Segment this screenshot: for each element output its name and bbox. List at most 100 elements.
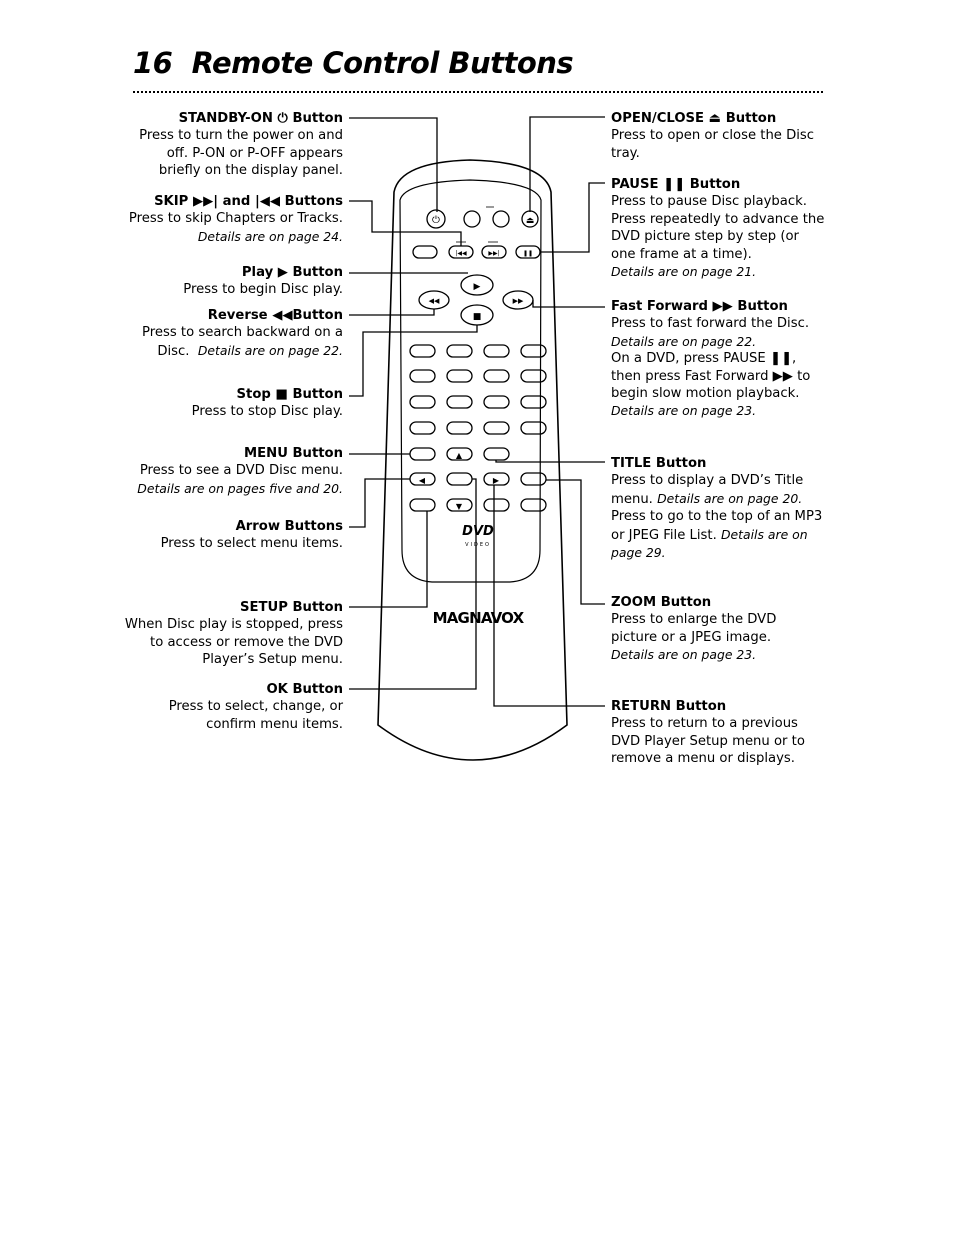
arrow-heading: Arrow Buttons xyxy=(235,519,343,534)
ff-heading: Fast Forward ▶▶ Button xyxy=(611,299,788,314)
leader-reverse xyxy=(349,309,435,316)
title-block: TITLE Button Press to display a DVD’s Ti… xyxy=(611,455,826,562)
ff-desc-2: On a DVD, press PAUSE ❚❚, then press Fas… xyxy=(611,351,811,402)
page-number: 16 xyxy=(133,46,173,80)
setup-heading: SETUP Button xyxy=(240,600,343,615)
title-desc-2: Press to go to the top of an MP3 or JPEG… xyxy=(611,509,823,543)
play-heading: Play ▶ Button xyxy=(241,265,343,280)
title-note: Details are on page 20. xyxy=(657,490,803,506)
leader-arrow xyxy=(349,478,410,528)
stop-block: Stop ■ Button Press to stop Disc play. xyxy=(121,386,343,421)
play-desc: Press to begin Disc play. xyxy=(183,282,343,298)
standby-block: STANDBY-ON ⏻ Button Press to turn the po… xyxy=(121,110,343,180)
standby-desc: Press to turn the power on and off. P-ON… xyxy=(139,128,343,179)
ff-note: Details are on page 22. xyxy=(611,333,757,349)
dvd-logo: DVD xyxy=(462,524,494,539)
ff-note-2: Details are on page 23. xyxy=(611,403,757,419)
leader-return xyxy=(493,485,605,707)
zoom-block: ZOOM Button Press to enlarge the DVD pic… xyxy=(611,594,826,665)
leader-title xyxy=(495,460,605,463)
left-arrow-icon: ◀ xyxy=(419,476,426,485)
page-title: 16 Remote Control Buttons xyxy=(133,46,574,80)
remote-body xyxy=(377,159,568,761)
return-desc: Press to return to a previous DVD Player… xyxy=(611,716,805,767)
play-block: Play ▶ Button Press to begin Disc play. xyxy=(121,264,343,299)
zoom-heading: ZOOM Button xyxy=(611,595,712,610)
skip-next-button xyxy=(481,245,507,259)
leader-setup xyxy=(349,511,428,608)
stop-heading: Stop ■ Button xyxy=(236,387,343,402)
title-note-2: Details are on page 29. xyxy=(611,526,808,561)
up-arrow-icon: ▲ xyxy=(456,451,463,460)
arrow-block: Arrow Buttons Press to select menu items… xyxy=(121,518,343,553)
nav-buttons xyxy=(409,447,547,512)
arrow-desc: Press to select menu items. xyxy=(160,536,343,552)
skip-next-icon: ▶▶| xyxy=(488,250,499,257)
standby-heading: STANDBY-ON ⏻ Button xyxy=(178,111,343,126)
leader-skip xyxy=(349,200,462,246)
right-arrow-icon: ▶ xyxy=(493,476,500,485)
skip-block: SKIP ▶▶| and |◀◀ Buttons Press to skip C… xyxy=(121,193,343,246)
open-close-desc: Press to open or close the Disc tray. xyxy=(611,128,815,161)
reverse-icon: ◀◀ xyxy=(429,297,440,305)
ok-block: OK Button Press to select, change, or co… xyxy=(121,681,343,733)
menu-block: MENU Button Press to see a DVD Disc menu… xyxy=(121,445,343,498)
ff-block: Fast Forward ▶▶ Button Press to fast for… xyxy=(611,298,826,421)
menu-desc: Press to see a DVD Disc menu. xyxy=(139,463,343,479)
stop-icon: ■ xyxy=(473,312,482,322)
ff-desc: Press to fast forward the Disc. xyxy=(611,316,810,332)
stop-desc: Press to stop Disc play. xyxy=(191,404,343,420)
leader-standby xyxy=(349,117,438,212)
skip-note: Details are on page 24. xyxy=(197,228,343,244)
leader-stop xyxy=(349,325,478,397)
setup-desc: When Disc play is stopped, press to acce… xyxy=(124,617,343,668)
pause-block: PAUSE ❚❚ Button Press to pause Disc play… xyxy=(611,176,826,281)
row2-button-1 xyxy=(412,245,438,259)
top-button-3 xyxy=(492,210,510,228)
zoom-desc: Press to enlarge the DVD picture or a JP… xyxy=(611,612,777,645)
remote-panel xyxy=(399,179,542,583)
play-icon: ▶ xyxy=(474,282,481,292)
reverse-note: Details are on page 22. xyxy=(197,342,343,358)
eject-icon: ⏏ xyxy=(526,216,535,226)
pause-icon: ❚❚ xyxy=(523,250,533,257)
leader-open-close xyxy=(529,116,605,212)
pause-heading: PAUSE ❚❚ Button xyxy=(611,177,741,192)
open-close-block: OPEN/CLOSE ⏏ Button Press to open or clo… xyxy=(611,110,826,162)
return-heading: RETURN Button xyxy=(611,699,727,714)
menu-heading: MENU Button xyxy=(244,446,343,461)
skip-prev-icon: |◀◀ xyxy=(455,250,467,257)
title-desc: Press to display a DVD’s Title menu. xyxy=(611,473,804,507)
dotted-rule xyxy=(133,91,823,93)
leader-pause xyxy=(540,182,605,253)
top-button-2 xyxy=(463,210,481,228)
leader-ok xyxy=(349,478,477,690)
pause-desc: Press to pause Disc playback. Press repe… xyxy=(611,194,825,262)
down-arrow-icon: ▼ xyxy=(456,502,463,511)
standby-icon: ⏻ xyxy=(432,215,440,226)
ok-heading: OK Button xyxy=(266,682,343,697)
setup-block: SETUP Button When Disc play is stopped, … xyxy=(121,599,343,669)
leader-zoom xyxy=(546,479,605,605)
ok-desc: Press to select, change, or confirm menu… xyxy=(168,699,343,732)
skip-desc: Press to skip Chapters or Tracks. xyxy=(128,211,343,227)
number-grid xyxy=(409,344,547,435)
leader-ff xyxy=(532,300,605,308)
page-heading: Remote Control Buttons xyxy=(191,46,574,80)
play-button xyxy=(460,274,494,296)
standby-button xyxy=(426,209,446,229)
dvd-logo-sub: VIDEO xyxy=(465,542,491,548)
fast-forward-icon: ▶▶ xyxy=(513,297,524,305)
return-block: RETURN Button Press to return to a previ… xyxy=(611,698,826,768)
reverse-block: Reverse ◀◀Button Press to search backwar… xyxy=(121,307,343,360)
menu-note: Details are on pages five and 20. xyxy=(137,480,343,496)
pause-note: Details are on page 21. xyxy=(611,264,757,280)
brand-logo: MAGNAVOX xyxy=(433,609,525,627)
title-heading: TITLE Button xyxy=(611,456,707,471)
open-close-heading: OPEN/CLOSE ⏏ Button xyxy=(611,111,777,126)
skip-heading: SKIP ▶▶| and |◀◀ Buttons xyxy=(154,194,343,209)
reverse-heading: Reverse ◀◀Button xyxy=(207,308,343,323)
zoom-note: Details are on page 23. xyxy=(611,647,757,663)
reverse-desc: Press to search backward on a Disc. xyxy=(142,325,343,359)
